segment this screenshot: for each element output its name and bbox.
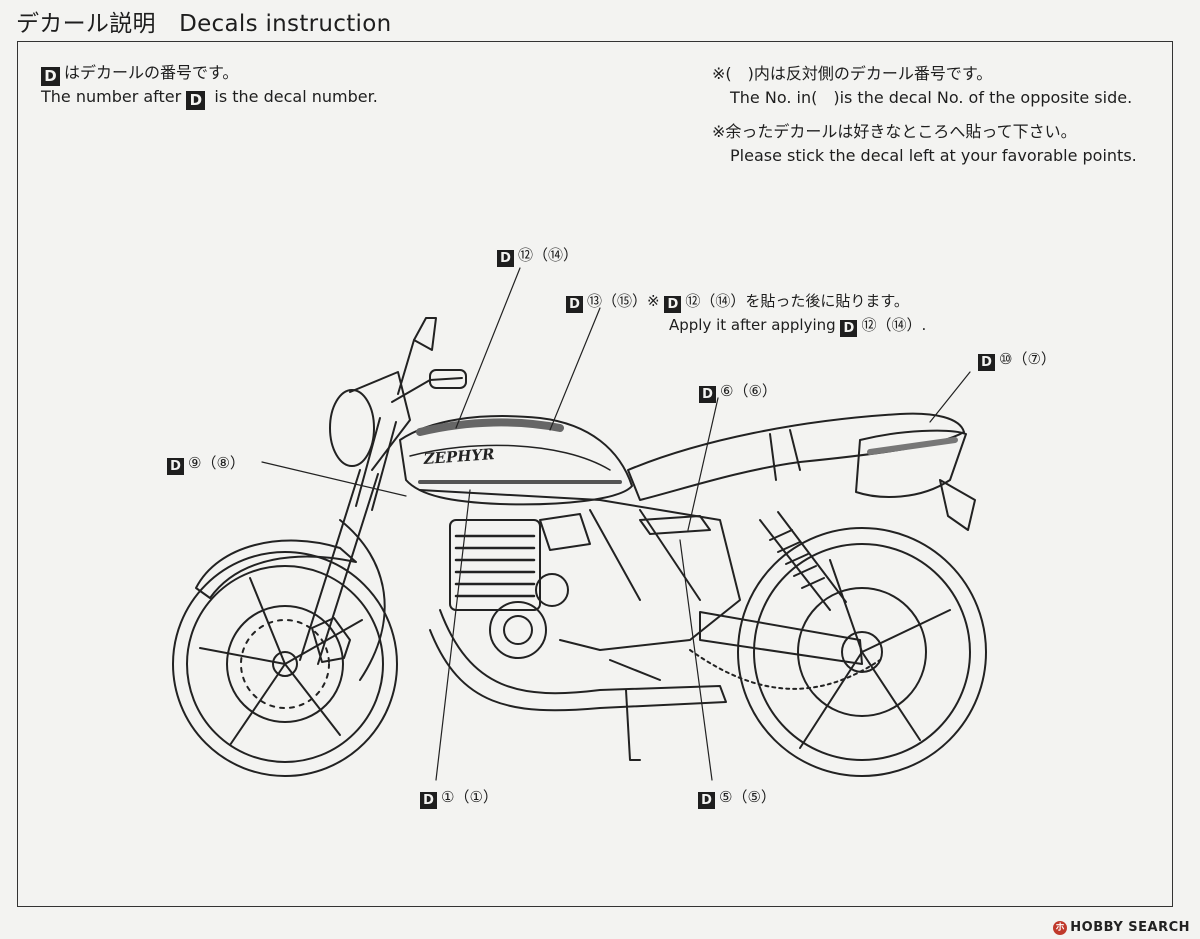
headlight [329,389,375,467]
fuel-tank [399,415,633,506]
drive-chain [689,649,881,690]
kickstand [625,689,641,761]
side-cover [639,515,711,535]
tank-stripe-top [409,444,611,471]
note-opposite-side-en: The No. in( )is the decal No. of the opp… [730,88,1133,107]
frame-rails [419,489,741,651]
tail-stripe [867,437,958,455]
footpeg [609,659,661,681]
callout-lines [261,267,971,781]
swingarm [699,611,863,665]
tank-dark-band [416,418,564,436]
rear-shock [759,511,847,611]
front-fork [299,417,397,681]
tail-cowl [855,429,967,498]
instruction-frame [17,41,1173,907]
note-decal-number-en: The number after D is the decal number. [41,87,378,110]
seat-strap [769,429,801,481]
frame-brace [589,509,701,601]
rear-light [939,479,976,531]
tank-logo: ZEPHYR [422,445,495,468]
front-fender [195,539,357,599]
engine [449,513,591,659]
note-leftover-jp: ※余ったデカールは好きなところへ貼って下さい。 [712,122,1077,141]
page-title: デカール説明 Decals instruction [16,11,392,37]
note-opposite-side-jp: ※( )内は反対側のデカール番号です。 [712,64,993,83]
front-wheel [172,551,398,777]
carburetor [539,513,591,551]
exhaust [429,609,727,712]
rear-wheel [737,527,987,777]
d-decal-badge: D [41,67,60,86]
d-decal-badge: D [186,91,206,110]
mirror [413,317,437,351]
note-leftover-en: Please stick the decal left at your favo… [730,146,1137,165]
seat [627,412,965,501]
handlebar [391,317,467,403]
